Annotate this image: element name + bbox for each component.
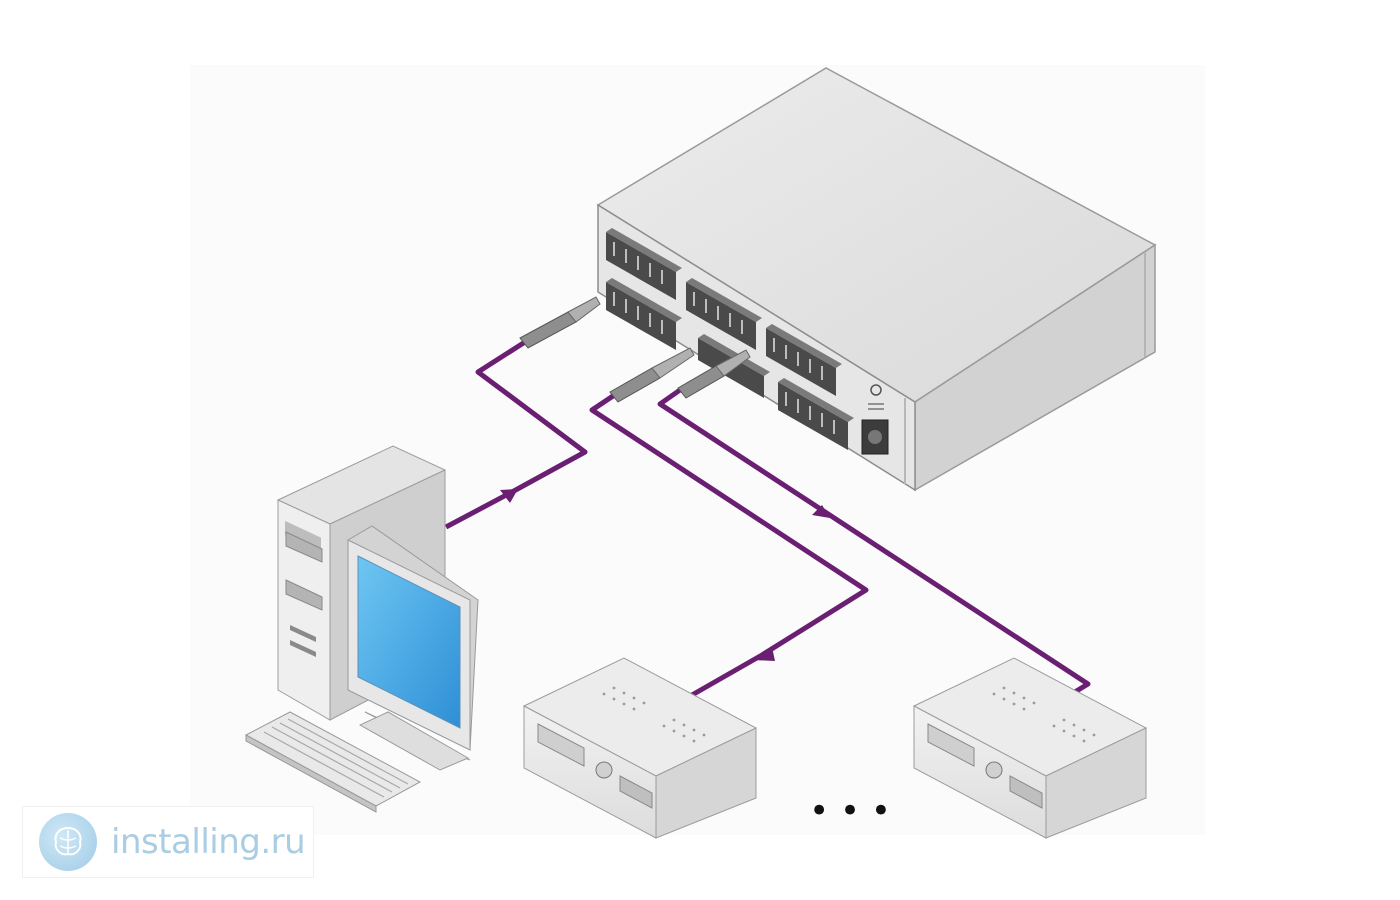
cable-computer-to-switcher: [444, 339, 588, 530]
arrow-right-icon: [500, 489, 518, 503]
audio-jack-plug: [609, 347, 695, 403]
terminal-block: [686, 278, 762, 350]
arrow-left-icon: [752, 647, 775, 661]
power-connector: [861, 384, 889, 455]
watermark-text: installing.ru: [111, 822, 306, 862]
terminal-block: [606, 278, 682, 350]
monitor-screen: [357, 555, 461, 729]
audio-jack-plug: [519, 296, 601, 349]
audio-jack-plug: [677, 349, 751, 399]
terminal-block: [766, 324, 842, 396]
watermark: installing.ru: [22, 806, 314, 878]
terminal-block: [778, 378, 854, 450]
more-devices-ellipsis: • • •: [809, 791, 891, 831]
terminal-block: [606, 228, 682, 300]
audio-matrix-switcher: [596, 67, 1157, 492]
computer: [244, 445, 479, 813]
cable-switcher-to-amplifier-1: [589, 393, 869, 706]
brain-logo-icon: [39, 813, 97, 871]
monitor: [347, 525, 479, 771]
amplifier-2: [912, 657, 1148, 839]
arrow-down-right-icon: [812, 505, 830, 518]
amplifier-1: [522, 657, 758, 839]
keyboard: [244, 711, 422, 813]
